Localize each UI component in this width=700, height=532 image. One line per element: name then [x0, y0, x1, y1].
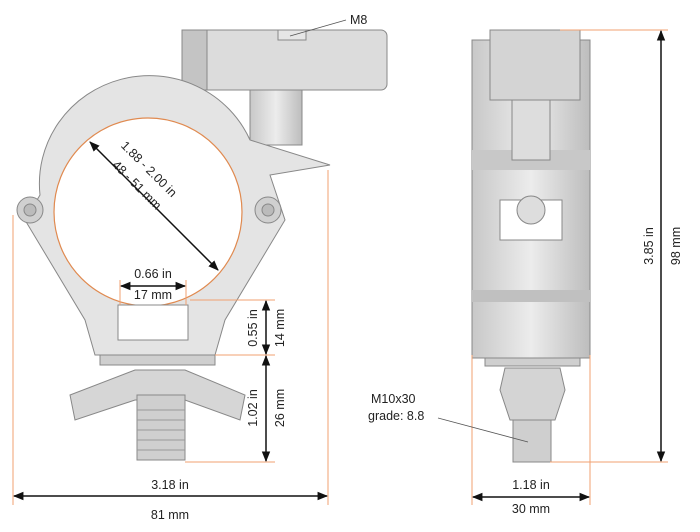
label-side-mm: 30 mm [512, 502, 550, 516]
label-slot-in: 0.66 in [134, 267, 172, 281]
handle-stem [249, 89, 303, 146]
label-m8: M8 [350, 13, 367, 27]
label-side-in: 1.18 in [512, 478, 550, 492]
label-bolt-spec: M10x30 [371, 392, 416, 406]
front-view [16, 29, 388, 461]
dimension-arrows [12, 29, 666, 502]
label-width-mm: 81 mm [151, 508, 189, 522]
label-height-in: 3.85 in [642, 227, 656, 265]
bolt-thread [136, 394, 186, 461]
label-bolt-mm: 26 mm [273, 389, 287, 427]
extension-lines [12, 29, 668, 505]
label-height-mm: 98 mm [669, 227, 683, 265]
label-bolt-in: 1.02 in [246, 389, 260, 427]
side-view [471, 29, 591, 463]
label-bolt-grade: grade: 8.8 [368, 409, 424, 423]
label-slot-mm: 17 mm [134, 288, 172, 302]
side-bolt [512, 419, 552, 463]
label-base-mm: 14 mm [273, 309, 287, 347]
side-wing-nut [499, 367, 566, 421]
leader-lines [289, 19, 529, 443]
label-width-in: 3.18 in [151, 478, 189, 492]
side-handle [489, 29, 581, 101]
base-slot [117, 304, 189, 341]
label-base-in: 0.55 in [246, 309, 260, 347]
